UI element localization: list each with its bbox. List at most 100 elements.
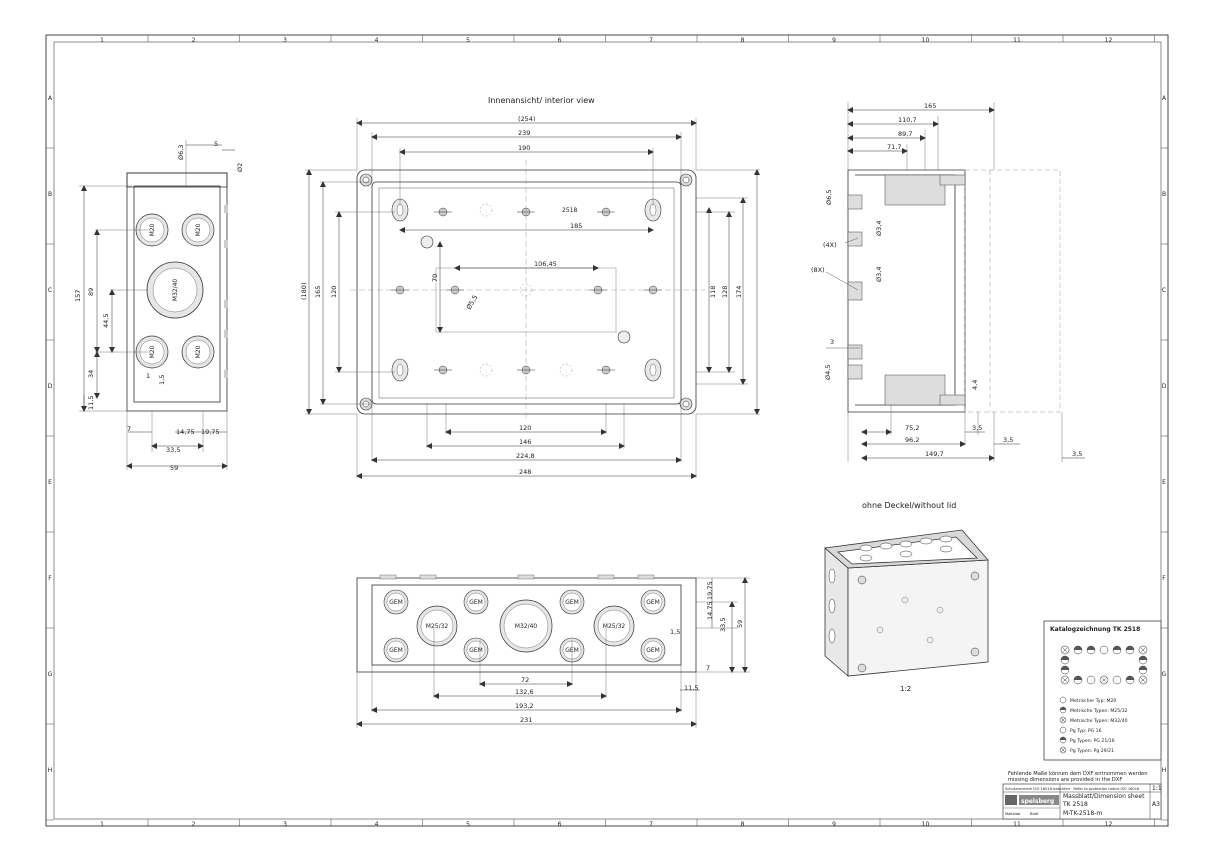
product-name: TK 2518 (1062, 801, 1088, 808)
dim-h70: 70 (431, 274, 439, 282)
gem-knockout-inner (386, 640, 406, 660)
frame-row-label: A (48, 95, 53, 102)
frame-col-label: 7 (649, 37, 653, 44)
legend-text: Metrische Typen: M32/40 (1070, 718, 1128, 724)
catalog-symbol-fill (1139, 666, 1147, 670)
catalog-symbol-fill (1074, 676, 1082, 680)
frame-col-label: 9 (832, 821, 836, 828)
frame-col-label: 10 (922, 821, 930, 828)
dim-b35b: 3,5 (1003, 436, 1013, 444)
iso-side-knockout (828, 568, 836, 584)
frame-col-label: 11 (1013, 37, 1021, 44)
dim-w10645: 106,45 (534, 260, 557, 268)
dim-d45: Ø4,5 (824, 365, 832, 380)
frame-row-label: B (48, 191, 52, 198)
catalog-symbol-fill (1126, 646, 1134, 650)
title-block: Fehlende Maße können dem DXF entnommen w… (1002, 771, 1162, 820)
frame-col-label: 2 (192, 821, 196, 828)
dim-h180: (180) (300, 283, 308, 300)
dim-h89: 89 (87, 288, 95, 296)
knockout-label: M20 (195, 223, 202, 236)
gem-knockout-inner (562, 592, 582, 612)
catalog-symbol (1086, 675, 1096, 685)
frame-col-label: 5 (466, 37, 470, 44)
gem-label: GEM (469, 647, 483, 654)
dim-b752: 75,2 (905, 424, 919, 432)
dim-d34a: Ø3,4 (875, 221, 883, 236)
iso-scale: 1:2 (900, 685, 911, 693)
large-knockout-label: M25/32 (426, 623, 449, 630)
dim-v1975: 19,75 (706, 581, 714, 600)
frame-col-label: 12 (1105, 37, 1113, 44)
dim-b72: 72 (521, 676, 529, 684)
large-knockout-label: M25/32 (603, 623, 626, 630)
dim-v115: 11,5 (684, 684, 698, 692)
dim-v59: 59 (736, 620, 744, 628)
dim-b231: 231 (520, 716, 532, 724)
dim-b146: 146 (519, 438, 531, 446)
frame-row-label: F (1162, 575, 1166, 582)
corner-screw-hole (682, 176, 690, 184)
small-b: Blatt (1030, 812, 1039, 816)
catalog-symbol-fill (1061, 666, 1069, 670)
frame-row-label: F (48, 575, 52, 582)
knockout-label: M32/40 (172, 279, 179, 302)
dim-h445: 44,5 (102, 314, 110, 328)
dim-w1975: 19,75 (201, 428, 220, 436)
catalog-symbol-fill (1087, 646, 1095, 650)
frame-col-label: 5 (466, 821, 470, 828)
frame-row-label: E (1162, 479, 1166, 486)
iso-side-knockout (828, 628, 836, 644)
dim-w1107: 110,7 (898, 116, 917, 124)
note-en: missing dimensions are provided in the D… (1008, 777, 1122, 783)
catalog-title: Katalogzeichnung TK 2518 (1050, 626, 1140, 633)
frame-col-label: 11 (1013, 821, 1021, 828)
dim-b120: 120 (519, 424, 531, 432)
iso-knockout (919, 537, 933, 545)
dome-screw (420, 235, 434, 249)
gem-label: GEM (469, 599, 483, 606)
gem-label: GEM (389, 599, 403, 606)
frame-row-label: E (48, 479, 52, 486)
frame-row-label: H (48, 767, 53, 774)
frame-col-label: 1 (100, 37, 104, 44)
dim-d5: 5 (214, 140, 218, 148)
iso-corner-post (970, 647, 980, 657)
dim-w165: 165 (924, 102, 936, 110)
dim-w717: 71,7 (887, 143, 901, 151)
catalog-symbol (1112, 675, 1122, 685)
dim-w185: 185 (570, 222, 582, 230)
dim-b1497: 149,7 (925, 450, 944, 458)
gem-knockout-inner (643, 592, 663, 612)
dim-w7: 7 (127, 425, 131, 433)
dim-h115: 11,5 (87, 396, 95, 410)
iso-side-knockout (828, 598, 836, 614)
corner-screw-hole (362, 176, 370, 184)
frame-col-label: 8 (741, 821, 745, 828)
legend-text: Pg Typen: Pg 29/21 (1070, 748, 1114, 754)
legend-symbol-fill (1060, 707, 1066, 710)
large-knockout-inner (420, 609, 454, 643)
dim-h165: 165 (314, 286, 322, 298)
legend-symbol-fill (1060, 737, 1066, 740)
frame-col-label: 2 (192, 37, 196, 44)
small-a: Maßstab (1005, 812, 1021, 816)
iso-corner-post (857, 663, 867, 673)
tk-label: 2518 (562, 207, 577, 214)
hidden-hole (559, 363, 573, 377)
dim-h120: 120 (330, 286, 338, 298)
frame-row-label: D (48, 383, 53, 390)
dim-d55: Ø5,5 (465, 294, 480, 311)
dim-b35a: 3,5 (972, 424, 982, 432)
gem-label: GEM (389, 647, 403, 654)
knockout-inner (152, 267, 198, 313)
frame-col-label: 1 (100, 821, 104, 828)
catalog-symbol-fill (1113, 646, 1121, 650)
dim-w239: 239 (518, 129, 530, 137)
dim-b962: 96,2 (905, 436, 919, 444)
